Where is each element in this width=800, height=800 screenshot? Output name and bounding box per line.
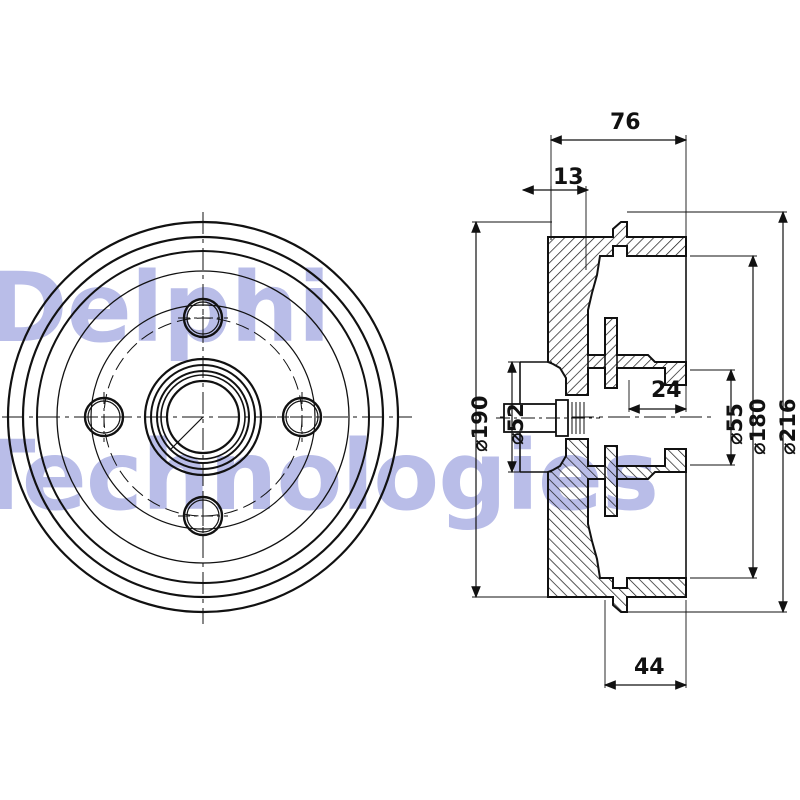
- dim-overall-width-label: 76: [610, 110, 641, 135]
- dim-mount-depth-label: 44: [634, 655, 665, 680]
- dim-inner-step-line: [627, 380, 688, 414]
- front-view-rim-circles: [6, 220, 400, 614]
- dim-dia-drum-outer-label: ⌀216: [776, 398, 800, 455]
- dim-dia-outer-face-label: ⌀190: [468, 395, 492, 452]
- front-view-hub-circles: [143, 357, 263, 477]
- dim-dia-center-bore-line: [690, 368, 736, 467]
- bolt-hole-bottom: [178, 491, 228, 541]
- dim-flange-thickness-label: 13: [553, 165, 584, 190]
- bolt-hole-top: [178, 293, 228, 343]
- bolt-hole-right: [277, 392, 327, 442]
- front-view: [2, 212, 412, 624]
- dim-dia-drum-inner-label: ⌀180: [746, 398, 770, 455]
- section-view: [471, 135, 788, 690]
- dim-dia-outer-face-line: [471, 220, 552, 599]
- dim-dia-hub-bore-line: [507, 360, 552, 474]
- dim-dia-drum-inner-line: [690, 254, 758, 580]
- bolt-hole-left: [79, 392, 129, 442]
- dim-flange-thickness-line: [521, 185, 590, 270]
- dim-dia-hub-bore-label: ⌀52: [504, 403, 528, 445]
- hub-chamfer-tick: [170, 416, 204, 450]
- dim-inner-step-label: 24: [651, 378, 682, 403]
- front-view-centerlines: [2, 212, 412, 624]
- dim-dia-center-bore-label: ⌀55: [723, 403, 747, 445]
- dim-mount-depth-line: [603, 600, 688, 690]
- dim-dia-drum-outer-line: [627, 210, 788, 614]
